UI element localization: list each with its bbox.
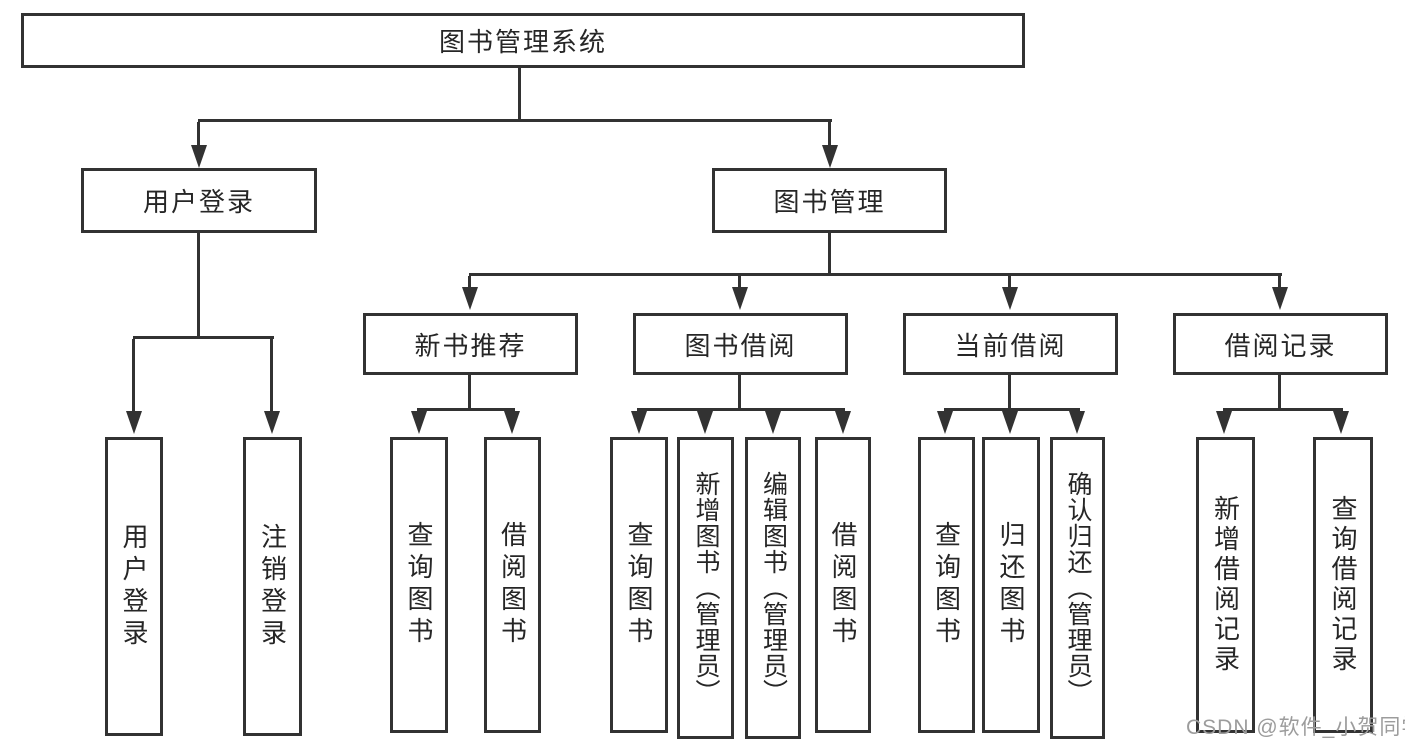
leaf-records-query-borrow-record: 查询借阅记录 (1313, 437, 1373, 733)
leaf-borrowing-borrow-books: 借阅图书 (815, 437, 871, 733)
leaf-label: 借阅图书 (828, 521, 858, 649)
connector-line (468, 276, 471, 287)
node-label: 图书借阅 (684, 330, 797, 361)
leaf-recommend-borrow-books: 借阅图书 (484, 437, 541, 733)
node-user-login: 用户登录 (81, 168, 317, 233)
arrow-down-icon (937, 411, 953, 434)
leaf-borrowing-edit-books-admin: 编辑图书（管理员） (745, 437, 801, 739)
leaf-records-add-borrow-record: 新增借阅记录 (1196, 437, 1255, 733)
leaf-borrowing-add-books-admin: 新增图书（管理员） (677, 437, 734, 739)
arrow-down-icon (1333, 411, 1349, 434)
node-book-management: 图书管理 (712, 168, 947, 233)
connector-line (1223, 408, 1343, 411)
node-label: 当前借阅 (954, 330, 1067, 361)
node-current-borrowing: 当前借阅 (903, 313, 1118, 375)
leaf-current-return-books: 归还图书 (982, 437, 1040, 733)
node-label: 新书推荐 (414, 330, 527, 361)
connector-line (828, 233, 831, 276)
arrow-down-icon (1069, 411, 1085, 434)
arrow-down-icon (631, 411, 647, 434)
leaf-label: 注销登录 (257, 522, 288, 651)
connector-line (1278, 276, 1281, 287)
connector-line (270, 339, 273, 412)
node-label: 图书管理系统 (438, 27, 607, 57)
arrow-down-icon (504, 411, 520, 434)
node-new-book-recommendation: 新书推荐 (363, 313, 578, 375)
node-library-system-root: 图书管理系统 (21, 13, 1025, 68)
leaf-label: 查询图书 (931, 521, 962, 649)
leaf-label: 编辑图书（管理员） (759, 471, 788, 705)
connector-line (197, 233, 200, 339)
leaf-current-confirm-return-admin: 确认归还（管理员） (1050, 437, 1105, 739)
arrow-down-icon (462, 287, 478, 310)
connector-line (468, 375, 471, 411)
connector-line (828, 122, 831, 146)
connector-line (944, 408, 1080, 411)
leaf-label: 新增借阅记录 (1210, 495, 1241, 675)
connector-line (1008, 276, 1011, 287)
connector-line (738, 276, 741, 287)
node-label: 借阅记录 (1224, 330, 1337, 361)
leaf-label: 新增图书（管理员） (692, 471, 720, 705)
node-label: 用户登录 (142, 187, 255, 217)
connector-line (637, 408, 845, 411)
arrow-down-icon (835, 411, 851, 434)
node-book-borrowing: 图书借阅 (633, 313, 848, 375)
arrow-down-icon (1272, 287, 1288, 310)
connector-line (469, 273, 1282, 276)
node-borrowing-records: 借阅记录 (1173, 313, 1388, 375)
leaf-label: 查询图书 (624, 521, 654, 649)
leaf-label: 归还图书 (996, 521, 1026, 649)
connector-line (133, 336, 274, 339)
leaf-logout: 注销登录 (243, 437, 302, 736)
arrow-down-icon (1216, 411, 1232, 434)
leaf-recommend-query-books: 查询图书 (390, 437, 448, 733)
arrow-down-icon (264, 411, 280, 434)
leaf-label: 查询借阅记录 (1328, 495, 1358, 675)
connector-line (1008, 375, 1011, 411)
node-label: 图书管理 (773, 187, 886, 217)
connector-line (198, 119, 832, 122)
arrow-down-icon (191, 145, 207, 168)
leaf-label: 确认归还（管理员） (1064, 471, 1092, 705)
leaf-user-login: 用户登录 (105, 437, 163, 736)
arrow-down-icon (1002, 287, 1018, 310)
arrow-down-icon (411, 411, 427, 434)
arrow-down-icon (765, 411, 781, 434)
connector-line (1278, 375, 1281, 411)
connector-line (518, 68, 521, 119)
leaf-borrowing-query-books: 查询图书 (610, 437, 668, 733)
leaf-label: 用户登录 (119, 522, 149, 651)
connector-line (417, 408, 515, 411)
arrow-down-icon (1002, 411, 1018, 434)
connector-line (132, 339, 135, 412)
connector-line (738, 375, 741, 411)
leaf-current-query-books: 查询图书 (918, 437, 975, 733)
arrow-down-icon (822, 145, 838, 168)
csdn-watermark: CSDN @软件_小贺同学 (1186, 716, 1405, 739)
arrow-down-icon (697, 411, 713, 434)
arrow-down-icon (732, 287, 748, 310)
leaf-label: 借阅图书 (497, 521, 528, 649)
arrow-down-icon (126, 411, 142, 434)
connector-line (197, 122, 200, 146)
leaf-label: 查询图书 (404, 521, 434, 649)
